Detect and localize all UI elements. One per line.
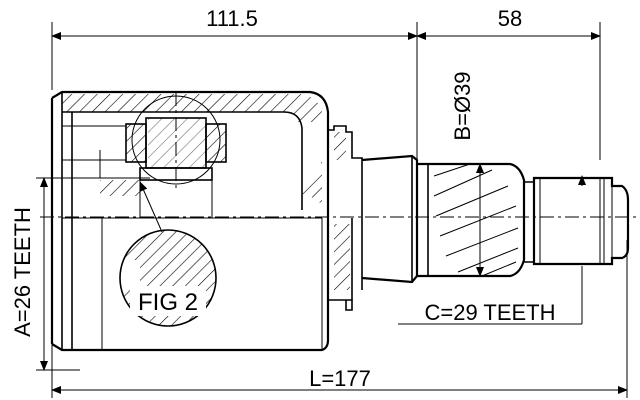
dimension-label-58: 58 <box>498 6 522 31</box>
joint-housing <box>50 90 330 352</box>
inner-teeth-dimension: C=29 TEETH <box>398 175 586 325</box>
outer-teeth-label: A=26 TEETH <box>10 207 35 337</box>
fig2-detail: FIG 2 <box>119 181 217 327</box>
tripod-roller <box>125 92 227 218</box>
diameter-label: B=Ø39 <box>450 71 475 140</box>
outer-teeth-dimension: A=26 TEETH <box>10 177 150 371</box>
total-length-label: L=177 <box>309 366 371 391</box>
fig2-label: FIG 2 <box>138 289 198 316</box>
dimension-label-111: 111.5 <box>206 6 258 31</box>
output-shaft <box>361 154 630 284</box>
diameter-dimension: B=Ø39 <box>450 71 484 277</box>
inner-teeth-label: C=29 TEETH <box>424 300 555 325</box>
top-dimensions: 111.5 58 <box>51 6 601 160</box>
joint-neck <box>328 125 363 311</box>
